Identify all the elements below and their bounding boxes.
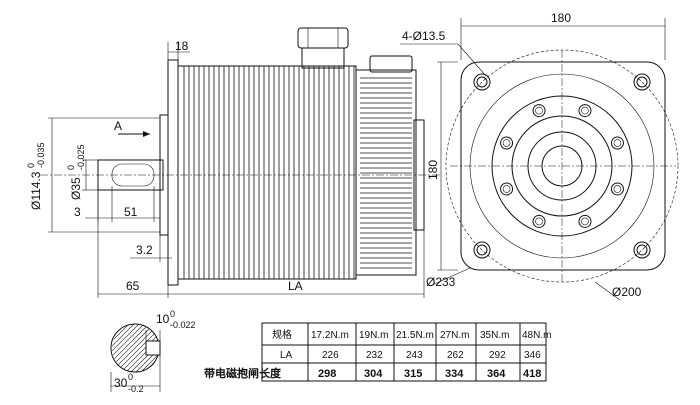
svg-text:30: 30 [114, 376, 128, 390]
view-marker-label: A [114, 119, 122, 133]
svg-text:Ø35: Ø35 [69, 177, 83, 200]
threaded-hole [500, 182, 514, 196]
brake-value-5: 418 [523, 368, 541, 380]
section-hatch [112, 324, 159, 372]
hatch-line [135, 324, 159, 372]
dim-flange-thickness: 18 [175, 39, 189, 53]
hatch-line [112, 324, 130, 372]
dim-keyway-length: 51 [124, 205, 138, 219]
col-header-5: 48N.m [522, 330, 551, 341]
dim-pilot-diameter: Ø114.3 0 -0.035 [26, 142, 46, 210]
svg-text:0: 0 [128, 372, 133, 382]
dim-shaft-length: 65 [126, 279, 140, 293]
brake-value-0: 298 [318, 368, 336, 380]
brake-value-2: 315 [404, 368, 422, 380]
table-brake-label: 带电磁抱闸长度 [204, 366, 282, 380]
threaded-hole [578, 214, 592, 228]
keyway [111, 163, 155, 187]
brake-value-1: 304 [364, 368, 383, 380]
dim-bolt-circle: Ø200 [612, 285, 642, 299]
hatch-line [112, 324, 150, 372]
mounting-hole [473, 73, 491, 91]
hatch-line [112, 324, 125, 372]
svg-text:0: 0 [26, 163, 36, 168]
dim-outer-circle: Ø233 [426, 275, 456, 289]
power-connector-base [301, 47, 345, 69]
svg-text:0: 0 [170, 309, 175, 319]
dim-bolt-holes: 4-Ø13.5 [402, 29, 446, 43]
key-slot [145, 340, 161, 356]
svg-text:-0.022: -0.022 [170, 320, 196, 330]
brake-value-3: 334 [445, 368, 464, 380]
front-view: 180 4-Ø13.5 180 Ø233 Ø200 [400, 11, 679, 301]
la-value-0: 226 [322, 350, 339, 361]
encoder-fins [360, 77, 412, 269]
svg-text:10: 10 [156, 312, 170, 326]
svg-text:-0.2: -0.2 [128, 384, 144, 394]
mounting-hole [633, 73, 651, 91]
col-header-0: 17.2N.m [311, 330, 349, 341]
encoder-cover [413, 119, 425, 231]
threaded-hole [532, 214, 546, 228]
side-view: A 18 Ø114.3 0 -0.035 Ø35 0 -0.025 3 51 [26, 27, 440, 298]
threaded-hole [610, 182, 624, 196]
threaded-hole [578, 104, 592, 118]
col-header-2: 21.5N.m [396, 330, 434, 341]
table-brake-row: 298 304 315 334 364 418 [318, 368, 541, 380]
mounting-hole [473, 241, 491, 259]
dim-body-length: LA [288, 279, 303, 293]
la-value-5: 346 [524, 350, 541, 361]
brake-value-4: 364 [487, 368, 506, 380]
table-columns: 17.2N.m 19N.m 21.5N.m 27N.m 35N.m 48N.m [311, 330, 551, 341]
key-section: 10 0 -0.022 30 0 -0.2 [110, 309, 196, 394]
threaded-hole [610, 136, 624, 150]
dim-shaft-diameter: Ø35 0 -0.025 [66, 144, 86, 200]
table-frame [261, 322, 547, 382]
dim-key-depth: 30 0 -0.2 [114, 372, 144, 394]
hatch-line [140, 324, 159, 372]
hatch-line [120, 324, 159, 372]
dim-pilot-depth: 3.2 [136, 243, 153, 257]
cooling-fins [183, 66, 355, 279]
hatch-line [112, 324, 145, 372]
table-la-row: 226 232 243 262 292 346 [322, 350, 541, 361]
bolt-holes [473, 73, 651, 259]
col-header-1: 19N.m [359, 330, 388, 341]
la-value-2: 243 [406, 350, 423, 361]
dim-flange-width: 180 [551, 11, 571, 25]
encoder-connector [369, 55, 413, 73]
threaded-hole [532, 104, 546, 118]
svg-text:180: 180 [426, 160, 440, 180]
la-value-3: 262 [447, 350, 464, 361]
la-value-4: 292 [489, 350, 506, 361]
mounting-flange [167, 59, 179, 286]
col-header-4: 35N.m [480, 330, 509, 341]
encoder-housing [355, 69, 417, 276]
mounting-hole [633, 241, 651, 259]
la-value-1: 232 [366, 350, 383, 361]
svg-text:-0.025: -0.025 [76, 144, 86, 170]
hatch-line [112, 324, 135, 372]
hatch-line [112, 324, 120, 372]
dim-key-width: 10 0 -0.022 [156, 309, 196, 330]
spec-table: 规格 LA 带电磁抱闸长度 17.2N.m 19N.m 21.5N.m 27N.… [204, 322, 551, 382]
table-header-label: 规格 [272, 328, 292, 341]
hatch-line [112, 324, 159, 372]
threaded-hole [500, 136, 514, 150]
svg-text:-0.035: -0.035 [36, 142, 46, 168]
col-header-3: 27N.m [440, 330, 469, 341]
hatch-line [112, 324, 140, 372]
dim-flange-height: 180 [426, 160, 440, 180]
power-connector-cap [297, 27, 349, 49]
svg-text:Ø114.3: Ø114.3 [29, 171, 43, 210]
svg-text:0: 0 [66, 165, 76, 170]
table-la-label: LA [280, 350, 293, 361]
dim-shaft-step: 3 [74, 205, 81, 219]
